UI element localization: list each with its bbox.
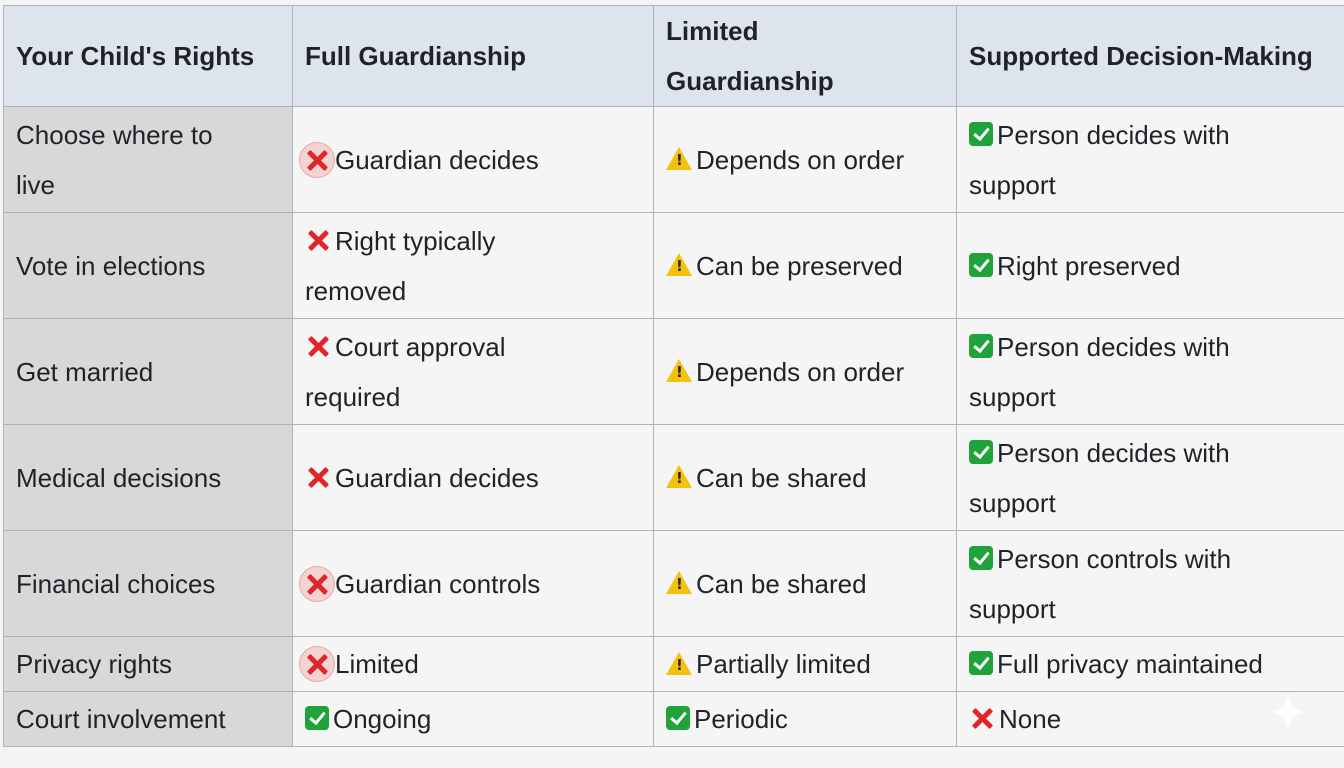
limited-guardianship-cell: Can be preserved [653,212,957,319]
check-icon [969,121,993,146]
cell-text: Right typically removed [305,225,496,306]
supported-decision-cell: None [956,691,1344,747]
cell-text: Periodic [694,704,788,734]
warning-icon [666,651,692,675]
table-row: Privacy rights Limited Partially limited… [3,636,1344,692]
supported-decision-cell: Person decides with support [956,318,1344,425]
warning-icon [666,465,692,489]
table-row: Financial choices Guardian controls Can … [3,530,1344,637]
rights-comparison-table: Your Child's Rights Full Guardianship Li… [3,5,1344,747]
limited-guardianship-cell: Can be shared [653,530,957,637]
full-guardianship-cell: Guardian decides [292,106,654,213]
cell-text: Guardian decides [335,144,539,175]
full-guardianship-cell: Guardian controls [292,530,654,637]
header-rights: Your Child's Rights [3,5,293,107]
header-limited-guardianship: Limited Guardianship [653,5,957,107]
supported-decision-cell: Full privacy maintained [956,636,1344,692]
full-guardianship-cell: Right typically removed [292,212,654,319]
check-icon [305,706,329,731]
cross-icon [305,464,331,490]
supported-decision-cell: Person decides with support [956,106,1344,213]
row-label: Vote in elections [3,212,293,319]
cell-text: Depends on order [696,144,905,175]
cell-text: Can be shared [696,568,867,599]
full-guardianship-cell: Court approval required [292,318,654,425]
cell-text: Person decides with support [969,119,1230,200]
check-icon [969,651,993,676]
table-row: Medical decisions Guardian decides Can b… [3,424,1344,531]
supported-decision-cell: Person controls with support [956,530,1344,637]
row-label: Get married [3,318,293,425]
supported-decision-cell: Person decides with support [956,424,1344,531]
cross-icon [969,705,995,731]
cell-text: Guardian controls [335,568,541,599]
cell-text: Guardian decides [335,462,539,493]
cell-text: Can be shared [696,462,867,493]
supported-decision-cell: Right preserved [956,212,1344,319]
header-supported-decision-making: Supported Decision-Making [956,5,1344,107]
table-row: Choose where to live Guardian decides De… [3,106,1344,213]
row-label: Privacy rights [3,636,293,692]
cross-circled-icon [299,141,335,178]
cell-text: None [999,704,1062,734]
cross-icon [305,333,331,359]
check-icon [969,439,993,464]
warning-icon [666,253,692,277]
limited-guardianship-cell: Can be shared [653,424,957,531]
cell-text: Ongoing [333,704,432,734]
row-label: Choose where to live [3,106,293,213]
header-full-guardianship: Full Guardianship [292,5,654,107]
cross-circled-icon [299,646,335,683]
table-row: Vote in elections Right typically remove… [3,212,1344,319]
cell-text: Person decides with support [969,331,1230,412]
full-guardianship-cell: Guardian decides [292,424,654,531]
cell-text: Can be preserved [696,250,903,281]
table-row: Court involvement Ongoing Periodic None [3,691,1344,747]
limited-guardianship-cell: Partially limited [653,636,957,692]
header-row: Your Child's Rights Full Guardianship Li… [3,5,1344,107]
row-label: Financial choices [3,530,293,637]
table-row: Get married Court approval required Depe… [3,318,1344,425]
warning-icon [666,359,692,383]
full-guardianship-cell: Ongoing [292,691,654,747]
cell-text: Limited [335,649,419,679]
cell-text: Person controls with support [969,543,1232,624]
check-icon [969,252,993,277]
cross-icon [305,227,331,253]
cell-text: Full privacy maintained [997,649,1263,679]
row-label: Medical decisions [3,424,293,531]
cell-text: Depends on order [696,356,905,387]
cell-text: Partially limited [696,649,871,679]
cell-text: Court approval required [305,331,506,412]
full-guardianship-cell: Limited [292,636,654,692]
check-icon [969,545,993,570]
cell-text: Right preserved [997,250,1181,281]
check-icon [666,706,690,731]
sparkle-icon [1268,692,1308,732]
cross-circled-icon [299,565,335,602]
row-label: Court involvement [3,691,293,747]
cell-text: Person decides with support [969,437,1230,518]
limited-guardianship-cell: Periodic [653,691,957,747]
warning-icon [666,571,692,595]
warning-icon [666,147,692,171]
check-icon [969,333,993,358]
limited-guardianship-cell: Depends on order [653,318,957,425]
limited-guardianship-cell: Depends on order [653,106,957,213]
